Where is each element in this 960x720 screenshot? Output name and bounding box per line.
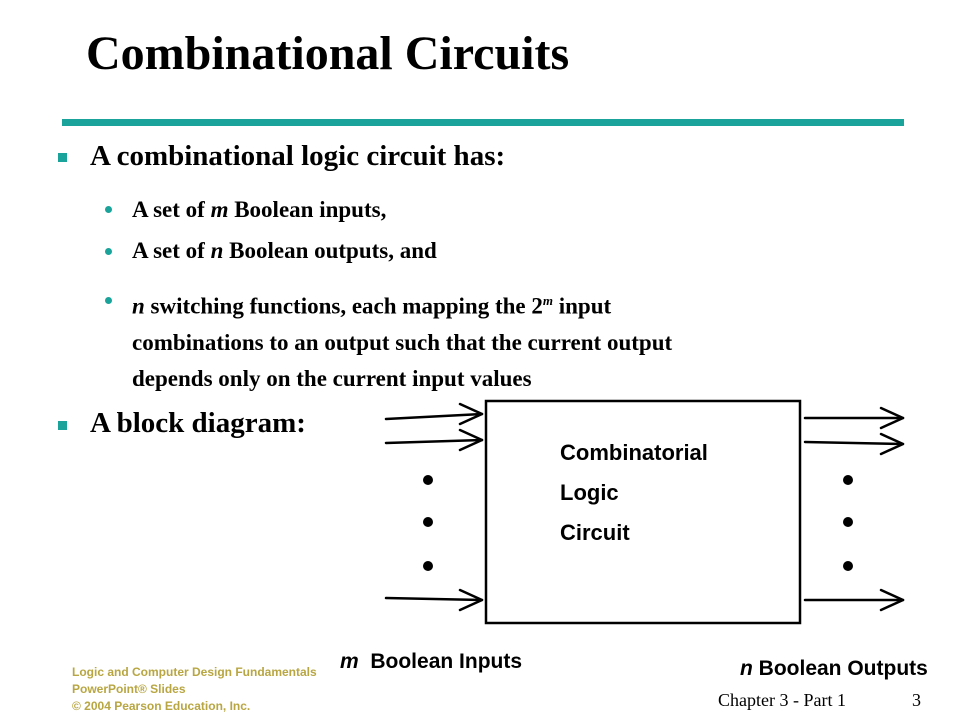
ellipsis-dot-icon [423, 475, 433, 485]
input-arrow-icon [384, 428, 484, 452]
dot-bullet-icon [105, 248, 112, 255]
square-bullet-icon [58, 153, 67, 162]
input-arrow-icon [384, 588, 484, 612]
outputs-label: n Boolean Outputs [740, 657, 928, 680]
ellipsis-dot-icon [423, 561, 433, 571]
input-arrow-icon [384, 402, 484, 426]
bullet-block-diagram: A block diagram: [90, 407, 306, 439]
sub-bullet-switching-functions: n switching functions, each mapping the … [132, 293, 673, 391]
ellipsis-dot-icon [843, 517, 853, 527]
box-label-line: Logic [560, 480, 619, 505]
dot-bullet-icon [105, 206, 112, 213]
output-arrow-icon [803, 432, 905, 456]
sub-bullet-outputs: A set of n Boolean outputs, and [132, 238, 437, 263]
slide-title: Combinational Circuits [86, 27, 570, 80]
ellipsis-dot-icon [843, 561, 853, 571]
ellipsis-dot-icon [843, 475, 853, 485]
title-divider [62, 119, 904, 126]
logic-circuit-box [484, 399, 802, 625]
sub-bullet-inputs: A set of m Boolean inputs, [132, 197, 387, 222]
inputs-label: m Boolean Inputs [340, 650, 523, 673]
chapter-label: Chapter 3 - Part 1 [718, 690, 846, 710]
bullet-combinational-circuit: A combinational logic circuit has: [90, 140, 506, 172]
square-bullet-icon [58, 421, 67, 430]
page-number: 3 [912, 690, 921, 710]
box-label-line: Circuit [560, 520, 630, 545]
box-label-line: Combinatorial [560, 440, 708, 465]
ellipsis-dot-icon [423, 517, 433, 527]
dot-bullet-icon [105, 297, 112, 304]
output-arrow-icon [803, 406, 905, 430]
output-arrow-icon [803, 588, 905, 612]
